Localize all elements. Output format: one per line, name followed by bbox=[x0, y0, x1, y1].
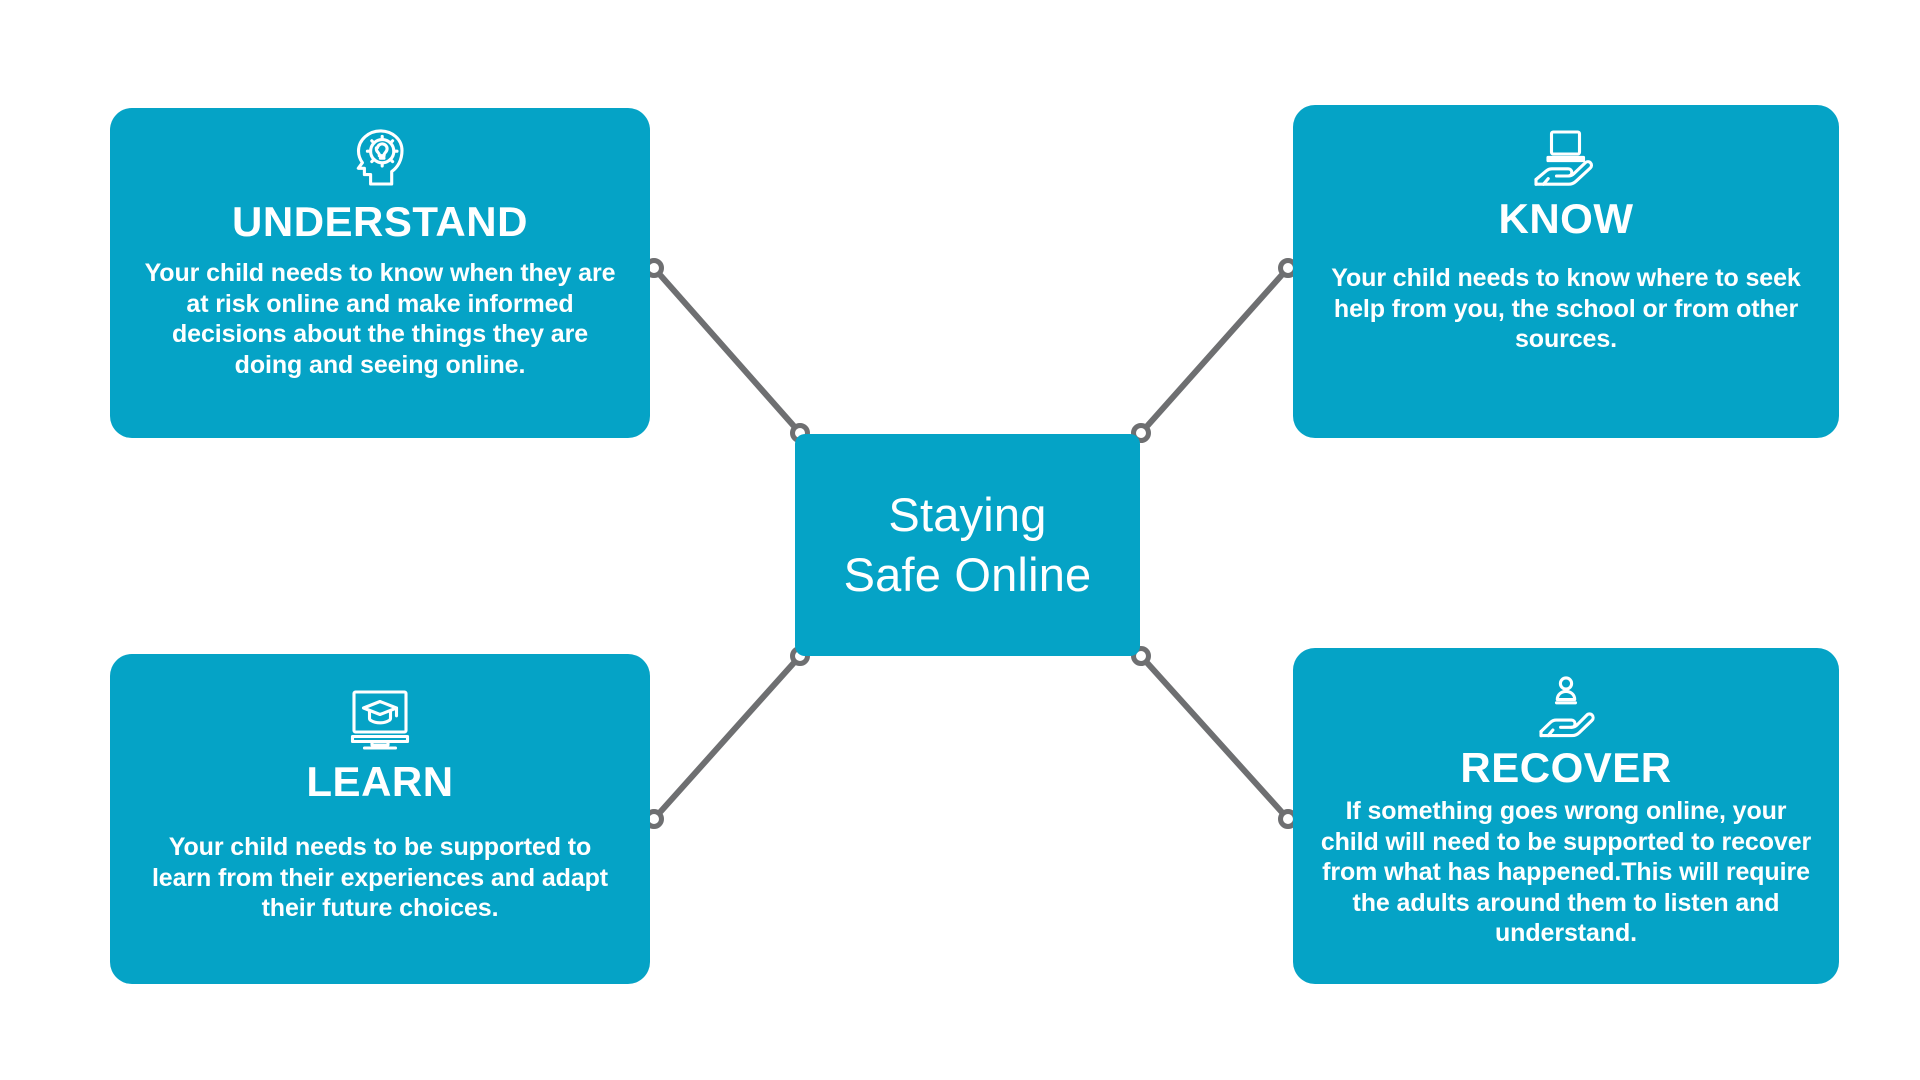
card-description: Your child needs to know where to seek h… bbox=[1331, 264, 1801, 354]
connector-line bbox=[651, 653, 803, 822]
card-recover[interactable]: RECOVER If something goes wrong online, … bbox=[1293, 648, 1839, 984]
card-title: KNOW bbox=[1498, 195, 1634, 242]
card-title: UNDERSTAND bbox=[232, 198, 528, 245]
head-lightbulb-gear-icon bbox=[343, 124, 417, 198]
card-description: If something goes wrong online, your chi… bbox=[1320, 797, 1812, 948]
connector-line bbox=[1138, 266, 1291, 435]
hub-title-line-1: Staying bbox=[888, 487, 1047, 541]
connector-line bbox=[1138, 653, 1291, 822]
hub-title-line-2: Safe Online bbox=[843, 548, 1092, 601]
laptop-on-hand-icon bbox=[1529, 121, 1603, 195]
card-understand[interactable]: UNDERSTAND Your child needs to know when… bbox=[110, 108, 650, 438]
connector-line bbox=[651, 266, 803, 435]
graduation-cap-monitor-icon bbox=[343, 684, 417, 758]
card-learn[interactable]: LEARN Your child needs to be supported t… bbox=[110, 654, 650, 984]
center-node-staying-safe-online[interactable]: Staying Safe Online bbox=[795, 434, 1140, 656]
card-description: Your child needs to know when they are a… bbox=[144, 259, 616, 379]
card-title: RECOVER bbox=[1460, 744, 1672, 791]
card-description: Your child needs to be supported to lear… bbox=[151, 833, 609, 923]
card-know[interactable]: KNOW Your child needs to know where to s… bbox=[1293, 105, 1839, 438]
person-on-hand-icon bbox=[1529, 670, 1603, 744]
card-title: LEARN bbox=[306, 758, 454, 805]
